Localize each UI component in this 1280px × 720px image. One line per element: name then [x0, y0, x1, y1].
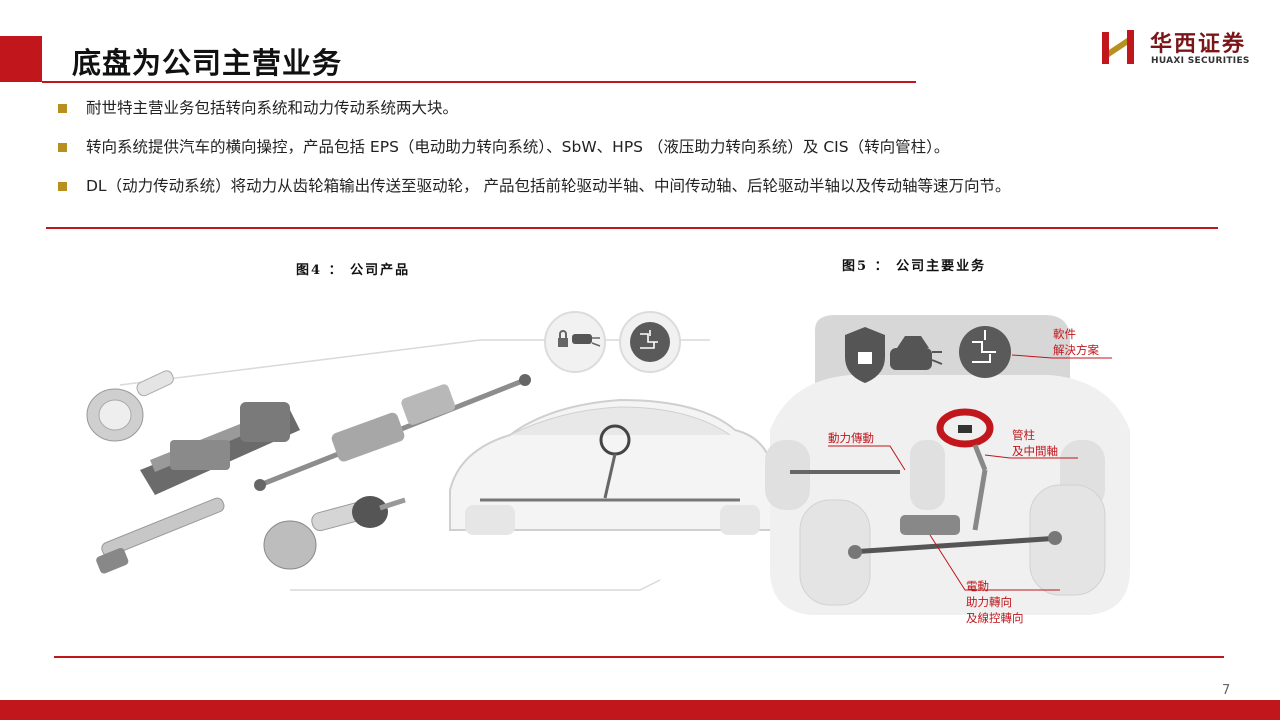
figure4-caption: 图4 ： 公司产品 — [296, 263, 411, 278]
label-software-line2: 解決方案 — [1053, 343, 1099, 357]
bullet-square-icon — [58, 104, 67, 113]
slide-title: 底盘为公司主营业务 — [72, 46, 343, 80]
car-outline-image — [449, 398, 776, 535]
bullet-item: 转向系统提供汽车的横向操控，产品包括 EPS（电动助力转向系统）、SbW、HPS… — [58, 137, 1218, 157]
section-divider — [46, 227, 1218, 229]
label-eps-line2: 助力轉向 — [966, 595, 1012, 609]
security-car-icon — [544, 311, 606, 373]
half-shaft-image — [263, 496, 406, 570]
footer-bar — [0, 700, 1280, 720]
bullet-item: DL（动力传动系统）将动力从齿轮箱输出传送至驱动轮， 产品包括前轮驱动半轴、中间… — [58, 176, 1218, 196]
bullet-text: DL（动力传动系统）将动力从齿轮箱输出传送至驱动轮， 产品包括前轮驱动半轴、中间… — [86, 177, 1011, 195]
lock-icon — [845, 327, 885, 383]
label-eps-line1: 電動 — [966, 579, 989, 593]
bullet-square-icon — [58, 182, 67, 191]
huaxi-logo-icon — [1102, 30, 1134, 64]
wheels-image — [765, 440, 1106, 606]
circuit-chip-icon — [619, 311, 681, 373]
page-number: 7 — [1222, 683, 1231, 698]
bullet-list: 耐世特主营业务包括转向系统和动力传动系统两大块。 转向系统提供汽车的横向操控，产… — [58, 98, 1218, 215]
bullet-square-icon — [58, 143, 67, 152]
bullet-text: 转向系统提供汽车的横向操控，产品包括 EPS（电动助力转向系统）、SbW、HPS… — [86, 138, 950, 156]
label-column-line1: 管柱 — [1012, 428, 1035, 442]
figure5-caption: 图5 ： 公司主要业务 — [842, 259, 987, 274]
label-column-line2: 及中間軸 — [1012, 444, 1058, 458]
label-eps-line3: 及線控轉向 — [966, 611, 1024, 625]
bottom-divider — [54, 656, 1224, 658]
figure5-business-diagram: 軟件 解決方案 動力傳動 管柱 及中間軸 電動 助力轉向 及線控轉向 — [765, 315, 1130, 625]
steering-rack-image — [254, 374, 531, 491]
title-accent-bar — [0, 36, 42, 82]
bullet-item: 耐世特主营业务包括转向系统和动力传动系统两大块。 — [58, 98, 1218, 118]
circuit-chip-icon — [959, 326, 1011, 378]
car-icon — [890, 336, 943, 370]
intermediate-shaft-image — [96, 497, 225, 574]
steering-wheel-image — [936, 408, 994, 531]
logo-english-name: HUAXI SECURITIES — [1151, 56, 1250, 66]
label-software-line1: 軟件 — [1053, 327, 1076, 341]
figure4-product-image — [86, 311, 776, 591]
cv-joint-image — [86, 370, 174, 442]
title-underline — [42, 81, 916, 83]
label-driveline: 動力傳動 — [828, 431, 874, 445]
logo-chinese-name: 华西证券 — [1150, 31, 1247, 57]
drive-shafts-image — [790, 470, 1062, 559]
company-logo: 华西证券 HUAXI SECURITIES — [1100, 26, 1270, 70]
steering-column-image — [140, 402, 300, 495]
bullet-text: 耐世特主营业务包括转向系统和动力传动系统两大块。 — [86, 99, 459, 117]
